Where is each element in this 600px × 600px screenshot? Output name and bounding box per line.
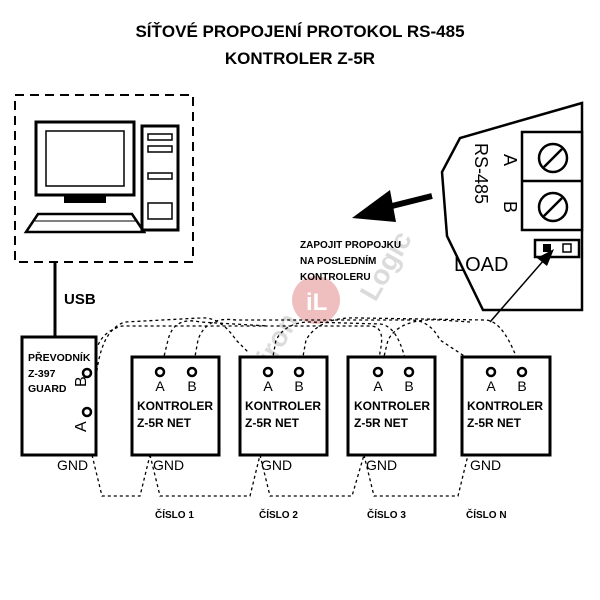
controller-3-gnd: GND xyxy=(366,457,397,473)
rs485-connector-detail: A B RS-485 LOAD xyxy=(440,101,584,312)
connector-label-b: B xyxy=(500,201,520,213)
controller-2-name: KONTROLER xyxy=(245,399,321,413)
note-line-2: NA POSLEDNÍM xyxy=(300,254,376,267)
controller-n-number: ČÍSLO N xyxy=(466,508,507,521)
converter-gnd-label: GND xyxy=(57,457,88,473)
usb-label: USB xyxy=(64,291,96,308)
screw-terminal-a-icon xyxy=(537,142,569,174)
controller-2-label-a: A xyxy=(263,378,273,394)
controller-2: A B KONTROLER Z-5R NET xyxy=(238,355,329,457)
watermark-logo-circle xyxy=(292,276,340,324)
converter-label-b: B xyxy=(73,376,90,387)
controller-2-model: Z-5R NET xyxy=(245,416,300,430)
converter-terminal-b xyxy=(81,367,93,379)
title-line-1: SÍŤOVÉ PROPOJENÍ PROTOKOL RS-485 xyxy=(135,22,464,41)
controller-1-model: Z-5R NET xyxy=(137,416,192,430)
connector-label-load: LOAD xyxy=(454,254,508,276)
big-arrow-icon xyxy=(352,190,433,222)
controller-3-number: ČÍSLO 3 xyxy=(367,508,406,521)
connector-label-rs485: RS-485 xyxy=(471,143,491,204)
converter-box: PŘEVODNÍK Z-397 GUARD B A xyxy=(20,335,98,457)
note-line-3: KONTROLERU xyxy=(300,272,371,283)
rs485-dashed-wiring xyxy=(87,317,523,413)
controller-n-terminal-b xyxy=(516,366,528,378)
jumper-arrow-icon xyxy=(489,249,554,323)
controller-3-label-a: A xyxy=(373,378,383,394)
controller-1-label-a: A xyxy=(155,378,165,394)
controller-1-number: ČÍSLO 1 xyxy=(155,508,194,521)
screw-terminal-b-icon xyxy=(537,191,569,223)
note-line-1: ZAPOJIT PROPOJKU xyxy=(300,240,401,251)
controller-3-name: KONTROLER xyxy=(354,399,430,413)
gnd-dashed-wiring xyxy=(91,454,469,497)
controller-3-terminal-a xyxy=(372,366,384,378)
title-line-2: KONTROLER Z-5R xyxy=(225,49,375,68)
converter-line-3: GUARD xyxy=(28,383,67,395)
controller-2-number: ČÍSLO 2 xyxy=(259,508,298,521)
computer-tower-icon xyxy=(140,124,180,232)
controller-n-label-b: B xyxy=(517,378,526,394)
controller-3: A B KONTROLER Z-5R NET xyxy=(346,355,437,457)
controller-3-terminal-b xyxy=(403,366,415,378)
load-jumper-icon xyxy=(533,238,581,259)
controller-n-terminal-a xyxy=(485,366,497,378)
converter-line-2: Z-397 xyxy=(28,368,56,380)
controller-1-terminal-b xyxy=(186,366,198,378)
controller-n-label-a: A xyxy=(486,378,496,394)
controller-1-terminal-a xyxy=(154,366,166,378)
controller-n-gnd: GND xyxy=(470,457,501,473)
watermark-mark: iL xyxy=(306,289,327,316)
controller-2-terminal-a xyxy=(262,366,274,378)
controller-1-label-b: B xyxy=(187,378,196,394)
controller-3-model: Z-5R NET xyxy=(354,416,409,430)
controller-1-name: KONTROLER xyxy=(137,399,213,413)
computer-dashed-frame xyxy=(14,94,194,263)
controller-2-terminal-b xyxy=(293,366,305,378)
controller-1-gnd: GND xyxy=(153,457,184,473)
controller-n: A B KONTROLER Z-5R NET xyxy=(460,355,552,457)
converter-label-a: A xyxy=(73,421,90,432)
controller-3-label-b: B xyxy=(404,378,413,394)
controller-n-name: KONTROLER xyxy=(467,399,543,413)
connector-label-a: A xyxy=(500,154,520,166)
converter-line-1: PŘEVODNÍK xyxy=(28,351,91,364)
controller-n-model: Z-5R NET xyxy=(467,416,522,430)
computer-monitor-icon xyxy=(23,120,147,234)
controller-1: A B KONTROLER Z-5R NET xyxy=(130,355,221,457)
converter-terminal-a xyxy=(81,406,93,418)
controller-2-label-b: B xyxy=(294,378,303,394)
controller-2-gnd: GND xyxy=(261,457,292,473)
